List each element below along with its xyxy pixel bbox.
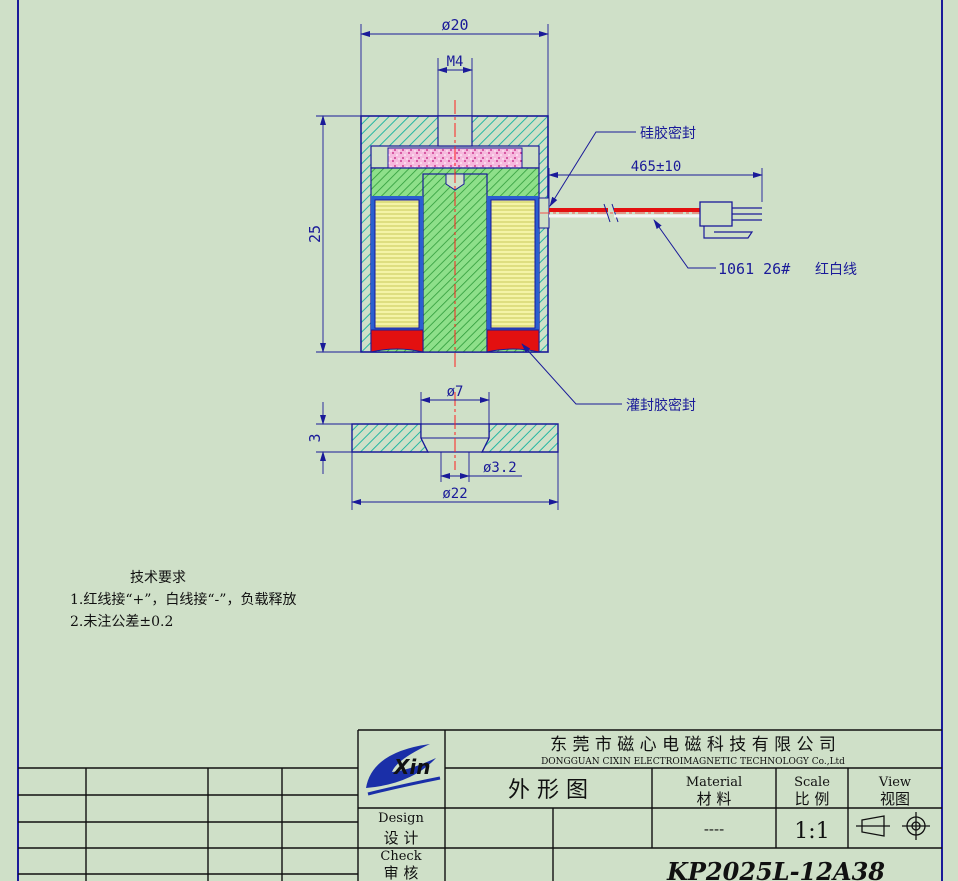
requirements-line-2: 2.未注公差±0.2 xyxy=(70,614,173,630)
requirements-title: 技术要求 xyxy=(130,570,186,586)
drawing-name: 外 形 图 xyxy=(508,778,588,803)
dim-lead-length xyxy=(548,168,763,202)
dim-height-label: 25 xyxy=(306,225,324,243)
dim-plate-pin-label: ø3.2 xyxy=(483,460,517,476)
dim-plate-thickness xyxy=(316,402,352,474)
callout-wire xyxy=(653,219,716,269)
dim-plate-diameter xyxy=(351,452,559,510)
dim-thread xyxy=(437,58,473,116)
material-label-cn: 材 料 xyxy=(697,790,732,808)
main-section-view xyxy=(360,100,700,368)
view-label-en: View xyxy=(878,775,911,790)
dim-lead-length-label: 465±10 xyxy=(631,159,682,175)
dim-height xyxy=(316,115,361,353)
callout-silicone-seal-label: 硅胶密封 xyxy=(640,125,696,142)
check-label-en: Check xyxy=(380,849,421,864)
dim-outer-diameter xyxy=(360,24,549,116)
wire-harness xyxy=(549,201,762,239)
callout-wire-spec: 1061 26# xyxy=(718,260,790,278)
part-number: KP2025L-12A38 xyxy=(666,857,885,881)
scale-label-cn: 比 例 xyxy=(795,790,830,808)
dim-plate-hole-label: ø7 xyxy=(447,384,464,400)
callout-silicone-seal xyxy=(549,131,636,207)
view-label-cn: 视图 xyxy=(880,790,910,808)
dim-plate-thickness-label: 3 xyxy=(306,433,324,442)
company-name-cn: 东 莞 市 磁 心 电 磁 科 技 有 限 公 司 xyxy=(550,735,836,755)
requirements-line-1: 1.红线接“+”，白线接“-”，负载释放 xyxy=(70,591,296,608)
check-label-cn: 审 核 xyxy=(384,864,419,881)
dim-plate-diameter-label: ø22 xyxy=(442,486,467,502)
callout-potting-seal xyxy=(521,343,622,405)
company-name-en: DONGGUAN CIXIN ELECTROIMAGNETIC TECHNOLO… xyxy=(541,757,845,767)
projection-symbol-icon xyxy=(856,812,930,840)
dim-thread-label: M4 xyxy=(447,54,464,70)
plate-section-view xyxy=(351,392,559,470)
material-label-en: Material xyxy=(686,775,742,790)
scale-value: 1:1 xyxy=(794,819,829,844)
logo-text: Xin xyxy=(392,755,431,779)
callout-potting-seal-label: 灌封胶密封 xyxy=(626,397,696,414)
dim-plate-hole xyxy=(420,392,490,424)
title-block xyxy=(18,729,942,881)
callout-wire-color: 红白线 xyxy=(815,262,857,278)
dim-outer-diameter-label: ø20 xyxy=(441,16,468,34)
scale-label-en: Scale xyxy=(794,775,830,790)
company-logo: Xin xyxy=(366,744,441,796)
dim-plate-pin xyxy=(440,452,522,482)
design-label-en: Design xyxy=(378,811,424,826)
design-label-cn: 设 计 xyxy=(384,829,419,847)
material-value: ---- xyxy=(704,820,724,838)
